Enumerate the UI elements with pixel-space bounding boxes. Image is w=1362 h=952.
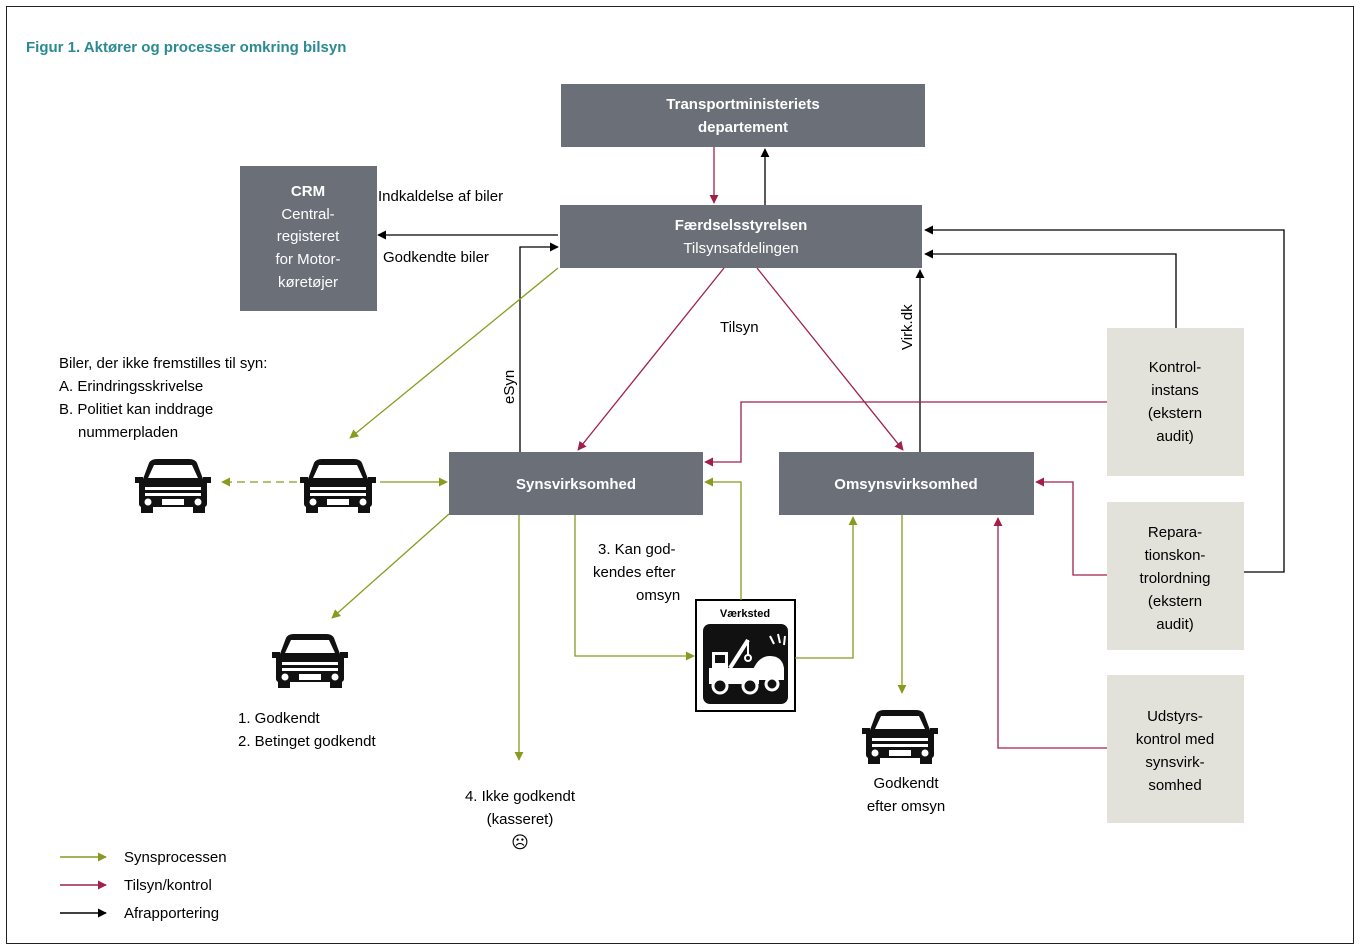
omsynsvirksomhed-label: Omsynsvirksomhed (834, 476, 977, 493)
car-icon-middle (300, 459, 376, 513)
legend-item-synsprocessen: Synsprocessen (60, 849, 227, 866)
biler-ikke-line-1: Biler, der ikke fremstilles til syn: (59, 355, 267, 372)
udstyr-box: Udstyrs- kontrol med synsvirk- somhed (1107, 675, 1244, 823)
udstyr-line-3: synsvirk- (1145, 754, 1204, 771)
label-biler-ikke: Biler, der ikke fremstilles til syn: A. … (59, 355, 267, 441)
legend-item-tilsyn: Tilsyn/kontrol (60, 877, 212, 894)
transport-line-1: Transportministeriets (666, 96, 819, 113)
godkendt-line-2: 2. Betinget godkendt (238, 733, 376, 750)
transport-box: Transportministeriets departement (561, 84, 925, 147)
transport-line-2: departement (698, 119, 788, 136)
label-godkendt-omsyn: Godkendt efter omsyn (867, 775, 945, 815)
legend-item-afrapportering: Afrapportering (60, 905, 219, 922)
vaerksted-label: Værksted (720, 608, 770, 620)
biler-ikke-line-2: A. Erindringsskrivelse (59, 378, 203, 395)
kan-godkendes-line-2: kendes efter (593, 564, 676, 581)
legend-label-tilsyn: Tilsyn/kontrol (124, 877, 212, 894)
reparation-line-1: Repara- (1148, 524, 1202, 541)
kontrol-line-1: Kontrol- (1149, 359, 1202, 376)
crm-line-3: for Motor- (275, 251, 340, 268)
omsynsvirksomhed-box: Omsynsvirksomhed (779, 452, 1034, 515)
label-esyn: eSyn (501, 370, 518, 404)
figure-frame (6, 6, 1354, 944)
crm-line-1: Central- (281, 206, 334, 223)
legend-label-afrapportering: Afrapportering (124, 905, 219, 922)
label-virk: Virk.dk (899, 304, 916, 350)
vaerksted-icon: Værksted (695, 599, 796, 712)
crm-box: CRM Central- registeret for Motor- køret… (240, 166, 377, 311)
synsvirksomhed-label: Synsvirksomhed (516, 476, 636, 493)
udstyr-line-2: kontrol med (1136, 731, 1214, 748)
kan-godkendes-line-3: omsyn (636, 587, 680, 604)
control-arrows (577, 147, 1107, 749)
label-godkendt: 1. Godkendt 2. Betinget godkendt (238, 710, 376, 750)
crm-line-2: registeret (277, 228, 340, 245)
faerdsel-sub: Tilsynsafdelingen (683, 240, 798, 257)
reparation-line-5: audit) (1156, 616, 1194, 633)
car-icon-left (135, 459, 211, 513)
godkendt-line-1: 1. Godkendt (238, 710, 321, 727)
kontrol-line-3: (ekstern (1148, 405, 1202, 422)
report-arrows (377, 148, 1285, 573)
kontrol-line-4: audit) (1156, 428, 1194, 445)
faerdsel-box: Færdselsstyrelsen Tilsynsafdelingen (560, 205, 922, 268)
legend-label-synsprocessen: Synsprocessen (124, 849, 227, 866)
reparation-line-3: trolordning (1140, 570, 1211, 587)
godkendt-omsyn-line-2: efter omsyn (867, 798, 945, 815)
reparation-line-2: tionskon- (1145, 547, 1206, 564)
label-indkaldelse: Indkaldelse af biler (378, 188, 503, 205)
car-icon-omsyn (862, 710, 938, 764)
ikke-godkendt-line-1: 4. Ikke godkendt (465, 788, 576, 805)
faerdsel-name: Færdselsstyrelsen (675, 217, 808, 234)
crm-name: CRM (291, 183, 325, 200)
sad-face-icon: ☹ (511, 833, 529, 852)
godkendt-omsyn-line-1: Godkendt (873, 775, 939, 792)
reparation-line-4: (ekstern (1148, 593, 1202, 610)
udstyr-line-1: Udstyrs- (1147, 708, 1203, 725)
crm-line-4: køretøjer (278, 274, 338, 291)
label-ikke-godkendt: 4. Ikke godkendt (kasseret) ☹ (465, 788, 576, 852)
udstyr-line-4: somhed (1148, 777, 1201, 794)
reparation-box: Repara- tionskon- trolordning (ekstern a… (1107, 502, 1244, 650)
ikke-godkendt-line-2: (kasseret) (487, 811, 554, 828)
label-kan-godkendes: 3. Kan god- kendes efter omsyn (593, 541, 680, 604)
label-godkendte-biler: Godkendte biler (383, 249, 489, 266)
kan-godkendes-line-1: 3. Kan god- (598, 541, 676, 558)
synsvirksomhed-box: Synsvirksomhed (449, 452, 703, 515)
kontrolinstans-box: Kontrol- instans (ekstern audit) (1107, 328, 1244, 476)
legend: Synsprocessen Tilsyn/kontrol Afrapporter… (60, 849, 227, 922)
biler-ikke-line-4: nummerpladen (78, 424, 178, 441)
kontrol-line-2: instans (1151, 382, 1199, 399)
process-arrows (221, 267, 907, 761)
label-tilsyn: Tilsyn (720, 319, 759, 336)
car-icon-approved (272, 634, 348, 688)
biler-ikke-line-3: B. Politiet kan inddrage (59, 401, 213, 418)
figure-title: Figur 1. Aktører og processer omkring bi… (26, 39, 346, 56)
